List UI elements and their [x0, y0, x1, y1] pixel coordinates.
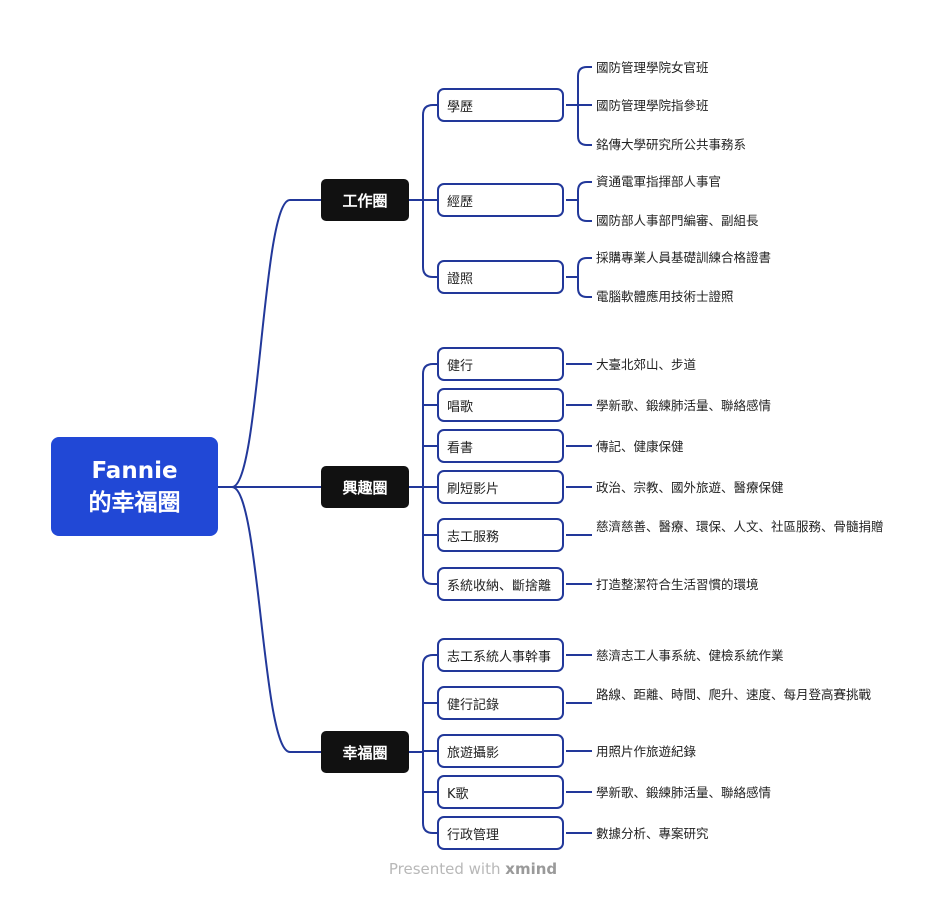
subtopic-volunteer-admin[interactable]: 志工系統人事幹事 — [437, 638, 564, 672]
main-topic-happiness[interactable]: 幸福圈 — [321, 731, 409, 773]
leaf-item[interactable]: 傳記、健康保健 — [596, 439, 684, 454]
subtopic-education[interactable]: 學歷 — [437, 88, 564, 122]
leaf-item[interactable]: 打造整潔符合生活習慣的環境 — [596, 577, 759, 592]
leaf-item[interactable]: 採購專業人員基礎訓練合格證書 — [596, 250, 772, 265]
footer-prefix: Presented with — [388, 860, 501, 878]
root-topic[interactable]: Fannie 的幸福圈 — [51, 437, 218, 536]
leaf-item[interactable]: 銘傳大學研究所公共事務系 — [596, 137, 747, 152]
leaf-item[interactable]: 政治、宗教、國外旅遊、醫療保健 — [596, 480, 784, 495]
leaf-item[interactable]: 國防管理學院女官班 — [596, 60, 709, 75]
connector-work-bracket — [422, 104, 437, 278]
connector-experience-bracket — [577, 181, 592, 222]
subtopic-volunteering[interactable]: 志工服務 — [437, 518, 564, 552]
leaf-item[interactable]: 學新歌、鍛練肺活量、聯絡感情 — [596, 398, 772, 413]
leaf-item[interactable]: 數據分析、專案研究 — [596, 826, 709, 841]
leaf-item[interactable]: 慈濟慈善、醫療、環保、人文、社區服務、骨髓捐贈 — [596, 519, 884, 534]
subtopic-karaoke[interactable]: K歌 — [437, 775, 564, 809]
root-subtitle: 的幸福圈 — [88, 489, 181, 516]
connector-certificates-bracket — [577, 257, 592, 298]
connector-hobby-bracket — [422, 363, 437, 585]
leaf-item[interactable]: 電腦軟體應用技術士證照 — [596, 289, 734, 304]
root-title: Fannie — [91, 457, 178, 484]
leaf-item[interactable]: 慈濟志工人事系統、健檢系統作業 — [596, 648, 784, 663]
subtopic-short-videos[interactable]: 刷短影片 — [437, 470, 564, 504]
leaf-item[interactable]: 國防部人事部門編審、副組長 — [596, 213, 759, 228]
subtopic-singing[interactable]: 唱歌 — [437, 388, 564, 422]
subtopic-experience[interactable]: 經歷 — [437, 183, 564, 217]
subtopic-administration[interactable]: 行政管理 — [437, 816, 564, 850]
subtopic-decluttering[interactable]: 系統收納、斷捨離 — [437, 567, 564, 601]
footer-watermark: Presented with xmind — [0, 860, 946, 878]
main-topic-work[interactable]: 工作圈 — [321, 179, 409, 221]
footer-brand: xmind — [505, 860, 558, 878]
leaf-item[interactable]: 國防管理學院指參班 — [596, 98, 709, 113]
leaf-item[interactable]: 路線、距離、時間、爬升、速度、每月登高賽挑戰 — [596, 687, 872, 702]
leaf-item[interactable]: 用照片作旅遊紀錄 — [596, 744, 697, 759]
subtopic-hiking[interactable]: 健行 — [437, 347, 564, 381]
subtopic-certificates[interactable]: 證照 — [437, 260, 564, 294]
leaf-item[interactable]: 大臺北郊山、步道 — [596, 357, 697, 372]
leaf-item[interactable]: 學新歌、鍛練肺活量、聯絡感情 — [596, 785, 772, 800]
leaf-item[interactable]: 資通電軍指揮部人事官 — [596, 174, 722, 189]
subtopic-reading[interactable]: 看書 — [437, 429, 564, 463]
connector-root-happiness — [231, 486, 321, 753]
main-topic-hobby[interactable]: 興趣圈 — [321, 466, 409, 508]
subtopic-travel-photography[interactable]: 旅遊攝影 — [437, 734, 564, 768]
subtopic-hiking-log[interactable]: 健行記錄 — [437, 686, 564, 720]
connector-happiness-bracket — [422, 654, 437, 834]
connector-root-work — [218, 199, 321, 488]
